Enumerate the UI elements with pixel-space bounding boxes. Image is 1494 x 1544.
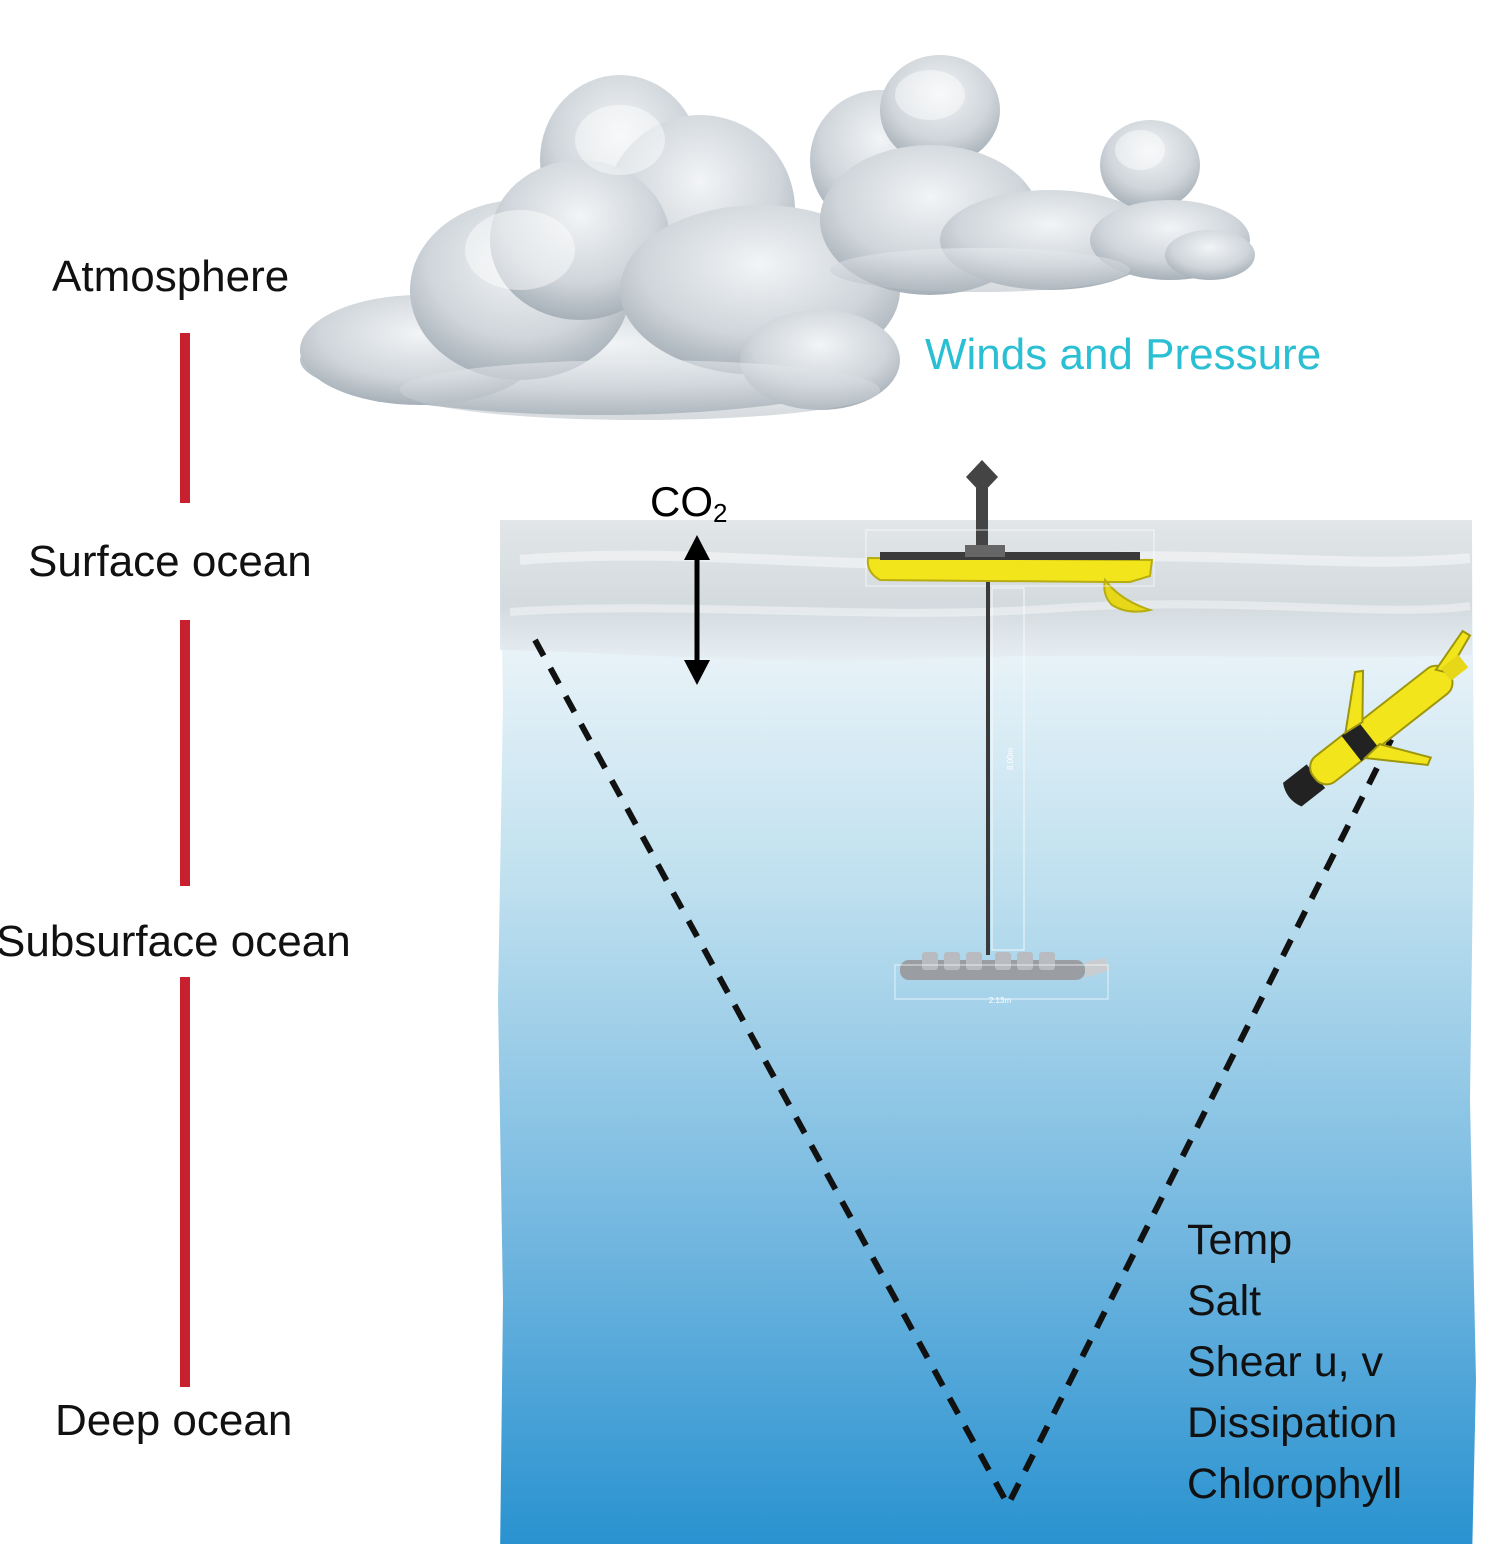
measurement-item: Chlorophyll <box>1187 1460 1403 1508</box>
winds-pressure-label: Winds and Pressure <box>925 330 1322 379</box>
layer-label-atmosphere: Atmosphere <box>52 252 290 301</box>
co2-exchange-arrow <box>684 535 710 685</box>
measurement-item: Shear u, v <box>1187 1338 1383 1386</box>
measurement-item: Dissipation <box>1187 1399 1398 1447</box>
co2-label: CO2 <box>650 478 727 529</box>
cloud-icon <box>300 55 1255 420</box>
layer-divider-bar <box>180 333 190 503</box>
co2-main-text: CO <box>650 478 713 525</box>
layer-label-deep-ocean: Deep ocean <box>55 1396 293 1445</box>
measurement-item: Temp <box>1187 1216 1293 1264</box>
layer-divider-bar <box>180 620 190 886</box>
measurements-list: Temp Salt Shear u, v Dissipation Chlorop… <box>1187 1210 1402 1515</box>
ocean-glider-icon <box>1283 629 1472 807</box>
measurement-item: Salt <box>1187 1277 1262 1325</box>
tether-cable: 8.00m <box>986 582 1025 955</box>
glider-path <box>532 638 1395 1512</box>
ocean-block <box>498 520 1476 1544</box>
tether-length-label: 8.00m <box>1006 747 1015 770</box>
layer-divider-bar <box>180 977 190 1387</box>
layer-label-surface-ocean: Surface ocean <box>28 537 312 586</box>
submerged-glider-icon: 2.13m <box>894 952 1110 1005</box>
glider-length-label: 2.13m <box>989 996 1012 1005</box>
wave-glider-float-icon <box>865 460 1155 613</box>
layer-label-subsurface-ocean: Subsurface ocean <box>0 917 351 966</box>
co2-subscript: 2 <box>713 498 728 528</box>
